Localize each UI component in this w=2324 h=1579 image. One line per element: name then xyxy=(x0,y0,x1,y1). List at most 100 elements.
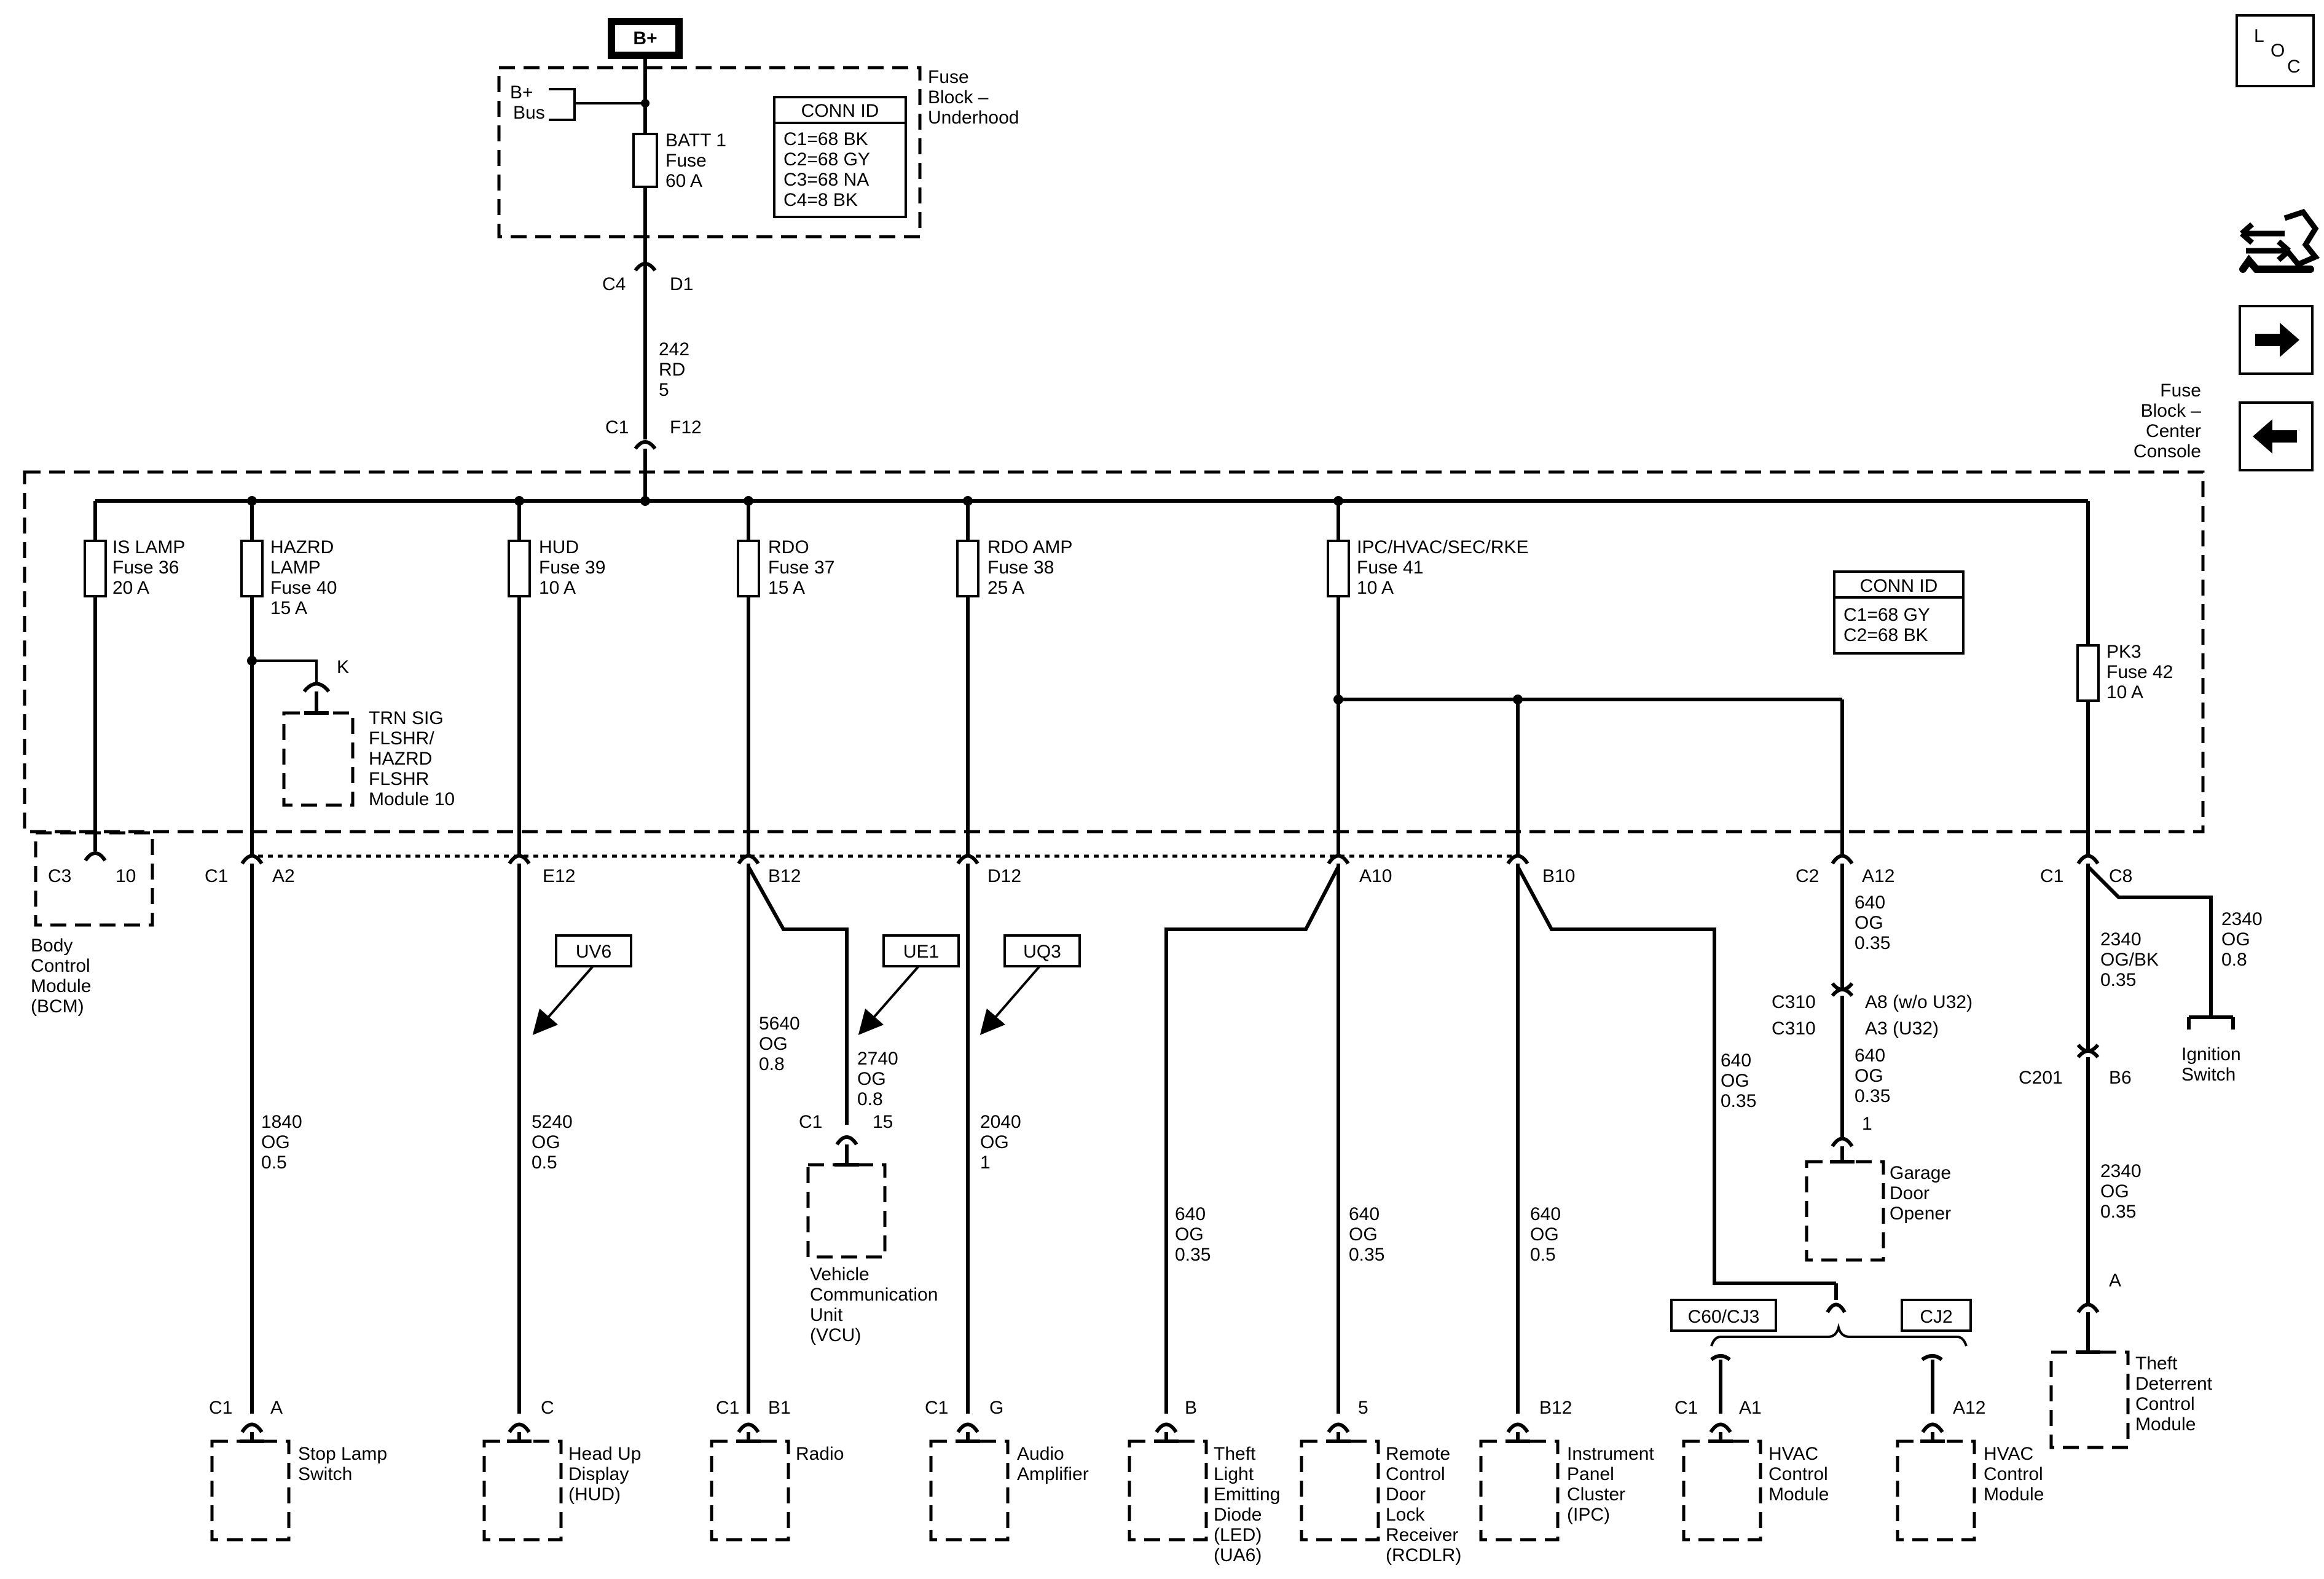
svg-text:O: O xyxy=(2271,41,2285,61)
conn-f12: F12 xyxy=(670,417,702,438)
conn-a10: A10 xyxy=(1359,866,1392,886)
vcu-conn: C1 xyxy=(799,1112,822,1132)
trn-sig-module-box xyxy=(282,711,355,807)
conn-c2: C2 xyxy=(1796,866,1819,886)
option-ue1 xyxy=(882,934,960,967)
arrow-right-icon xyxy=(2255,323,2299,357)
svg-text:C: C xyxy=(2287,57,2301,77)
c310-a: C310 xyxy=(1772,992,1816,1012)
conn-a12: A12 xyxy=(1862,866,1894,886)
hud-box xyxy=(482,1439,563,1542)
fuse-37 xyxy=(737,540,760,597)
vcu-pin: 15 xyxy=(873,1112,893,1132)
conn-id-2-title: CONN ID xyxy=(1860,576,1938,596)
fuse-36 xyxy=(84,540,107,597)
battery-label: B+ xyxy=(633,28,657,49)
fuse-40 xyxy=(240,540,264,597)
radio-box xyxy=(710,1439,790,1542)
option-uv6 xyxy=(555,934,632,967)
hvac2-pin: A12 xyxy=(1953,1398,1985,1418)
conn-id-title: CONN ID xyxy=(801,101,879,121)
svg-text:UQ3: UQ3 xyxy=(1023,942,1061,962)
conn-id-table-center xyxy=(1833,570,1965,655)
c201-pin-b6: B6 xyxy=(2109,1068,2132,1088)
garage-door-opener-box xyxy=(1805,1160,1885,1262)
batt1-fuse xyxy=(632,133,658,188)
gdo-pin-1: 1 xyxy=(1862,1114,1872,1134)
svg-text:C60/CJ3: C60/CJ3 xyxy=(1688,1307,1760,1327)
radio-conn: C1 xyxy=(716,1398,739,1418)
conn-e12: E12 xyxy=(543,866,575,886)
next-page-button[interactable] xyxy=(2239,305,2314,375)
conn-c4: C4 xyxy=(602,274,626,294)
conn-d1: D1 xyxy=(670,274,693,294)
theft-deterrent-box xyxy=(2049,1350,2130,1449)
svg-text:CJ2: CJ2 xyxy=(1920,1307,1952,1327)
connector-wrench-icon[interactable] xyxy=(2239,208,2320,273)
stop-lamp-pin: A xyxy=(270,1398,283,1418)
conn-a2: A2 xyxy=(272,866,295,886)
option-cj2 xyxy=(1901,1299,1972,1332)
conn-d12: D12 xyxy=(987,866,1021,886)
svg-text:L: L xyxy=(2254,26,2264,46)
amp-conn: C1 xyxy=(925,1398,948,1418)
radio-pin: B1 xyxy=(768,1398,791,1418)
fuse-42 xyxy=(2076,644,2100,702)
fuse-39 xyxy=(508,540,531,597)
c310-a8: A8 (w/o U32) xyxy=(1865,992,1973,1012)
rcdlr-pin: 5 xyxy=(1358,1398,1368,1418)
loc-button[interactable]: L O C xyxy=(2236,14,2315,87)
fuse-38 xyxy=(956,540,979,597)
svg-text:UV6: UV6 xyxy=(576,942,611,962)
bcm-c3: C3 xyxy=(48,866,71,886)
ipc-box xyxy=(1479,1439,1560,1542)
arrow-left-icon xyxy=(2253,419,2297,454)
trn-sig-pin-k: K xyxy=(337,657,349,677)
previous-page-button[interactable] xyxy=(2239,401,2314,471)
vcu-box xyxy=(806,1163,887,1259)
hud-pin: C xyxy=(541,1398,554,1418)
bcm-pin-10: 10 xyxy=(116,866,136,886)
svg-text:UE1: UE1 xyxy=(903,942,939,962)
bus-label: B+Bus xyxy=(510,82,545,123)
theft-pin-a: A xyxy=(2109,1270,2121,1291)
